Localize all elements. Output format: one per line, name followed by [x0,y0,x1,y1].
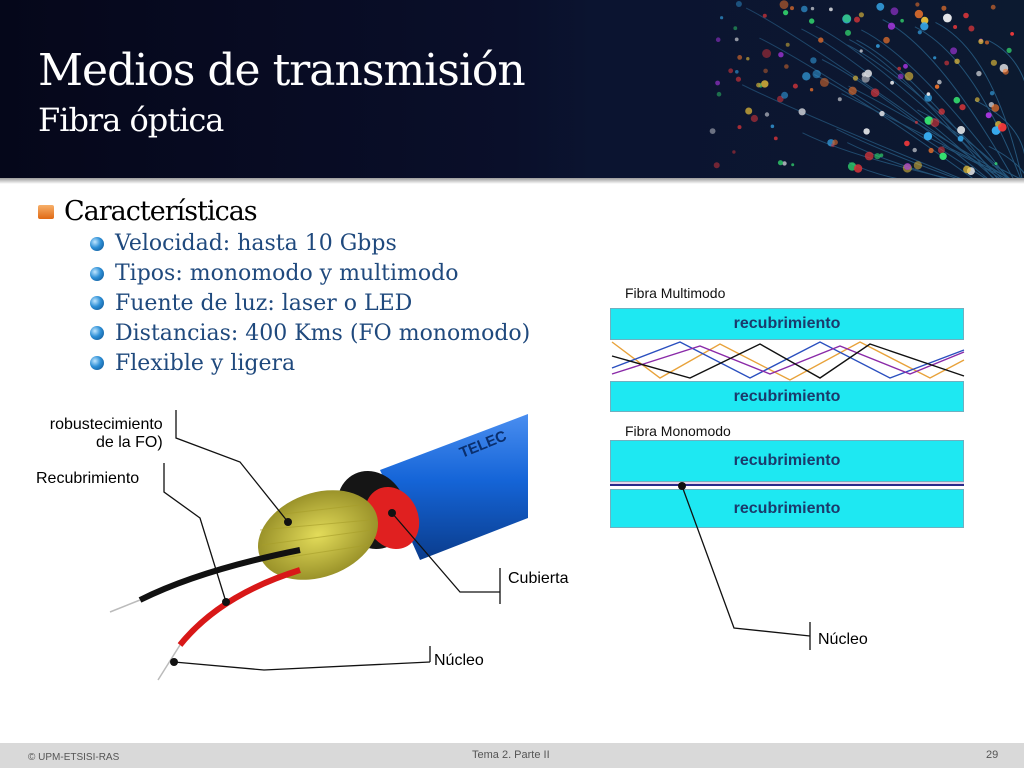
square-bullet-icon [38,204,54,219]
coating-label: Recubrimiento [36,470,140,487]
multimode-cladding-top: recubrimiento [610,308,964,340]
singlemode-title: Fibra Monomodo [625,423,731,439]
page-number: 29 [986,749,999,761]
characteristics-heading: Características [64,196,258,227]
singlemode-cladding-top: recubrimiento [610,440,964,482]
fiber-optic-photo [590,0,1024,178]
list-item: Tipos: monomodo y multimodo [90,259,530,289]
characteristics-list: Velocidad: hasta 10 Gbps Tipos: monomodo… [90,229,530,378]
list-item-text: Velocidad: hasta 10 Gbps [115,231,397,257]
strength-label: robustecimiento de la FO) [34,416,163,452]
footer-copyright: © UPM-ETSISI-RAS [28,752,120,763]
list-item-text: Tipos: monomodo y multimodo [115,261,459,287]
slide-footer: © UPM-ETSISI-RAS Tema 2. Parte II 29 [0,743,1024,768]
round-bullet-icon [90,326,104,341]
header-shadow [0,178,1024,184]
list-item-text: Distancias: 400 Kms (FO monomodo) [115,320,531,346]
ray-orange [611,341,965,381]
ray-black [611,343,965,379]
ray-blue [611,341,965,379]
list-item: Velocidad: hasta 10 Gbps [90,229,530,259]
multimode-cladding-bottom: recubrimiento [610,381,964,412]
main-bullet: Características [38,196,258,227]
list-item: Fuente de luz: laser o LED [90,289,530,319]
slide-title: Medios de transmisión [38,45,526,96]
red-fiber [177,567,301,647]
footer-topic: Tema 2. Parte II [472,749,550,761]
strength-label-line2: de la FO) [96,434,163,451]
fiber-cable-illustration: TELEC [109,410,528,681]
core-label-diagram: Núcleo [818,631,868,648]
black-fiber [138,547,301,603]
list-item: Distancias: 400 Kms (FO monomodo) [90,318,530,348]
round-bullet-icon [90,266,104,281]
list-item: Flexible y ligera [90,348,530,378]
singlemode-cladding-bottom: recubrimiento [610,489,964,528]
round-bullet-icon [90,236,104,251]
red-coating [364,486,420,550]
round-bullet-icon [90,296,104,311]
list-item-text: Flexible y ligera [115,350,296,376]
core-label-cable: Núcleo [434,652,484,669]
ray-purple [611,345,965,375]
list-item-text: Fuente de luz: laser o LED [115,290,413,316]
slide-header: Medios de transmisión Fibra óptica [0,0,1024,178]
strength-label-line1: robustecimiento [49,416,163,433]
slide-subtitle: Fibra óptica [38,101,224,139]
jacket-label: Cubierta [508,570,569,587]
mode-rays-diagram [610,341,965,650]
core-leader [681,485,811,637]
multimode-title: Fibra Multimodo [625,285,726,301]
round-bullet-icon [90,356,104,371]
